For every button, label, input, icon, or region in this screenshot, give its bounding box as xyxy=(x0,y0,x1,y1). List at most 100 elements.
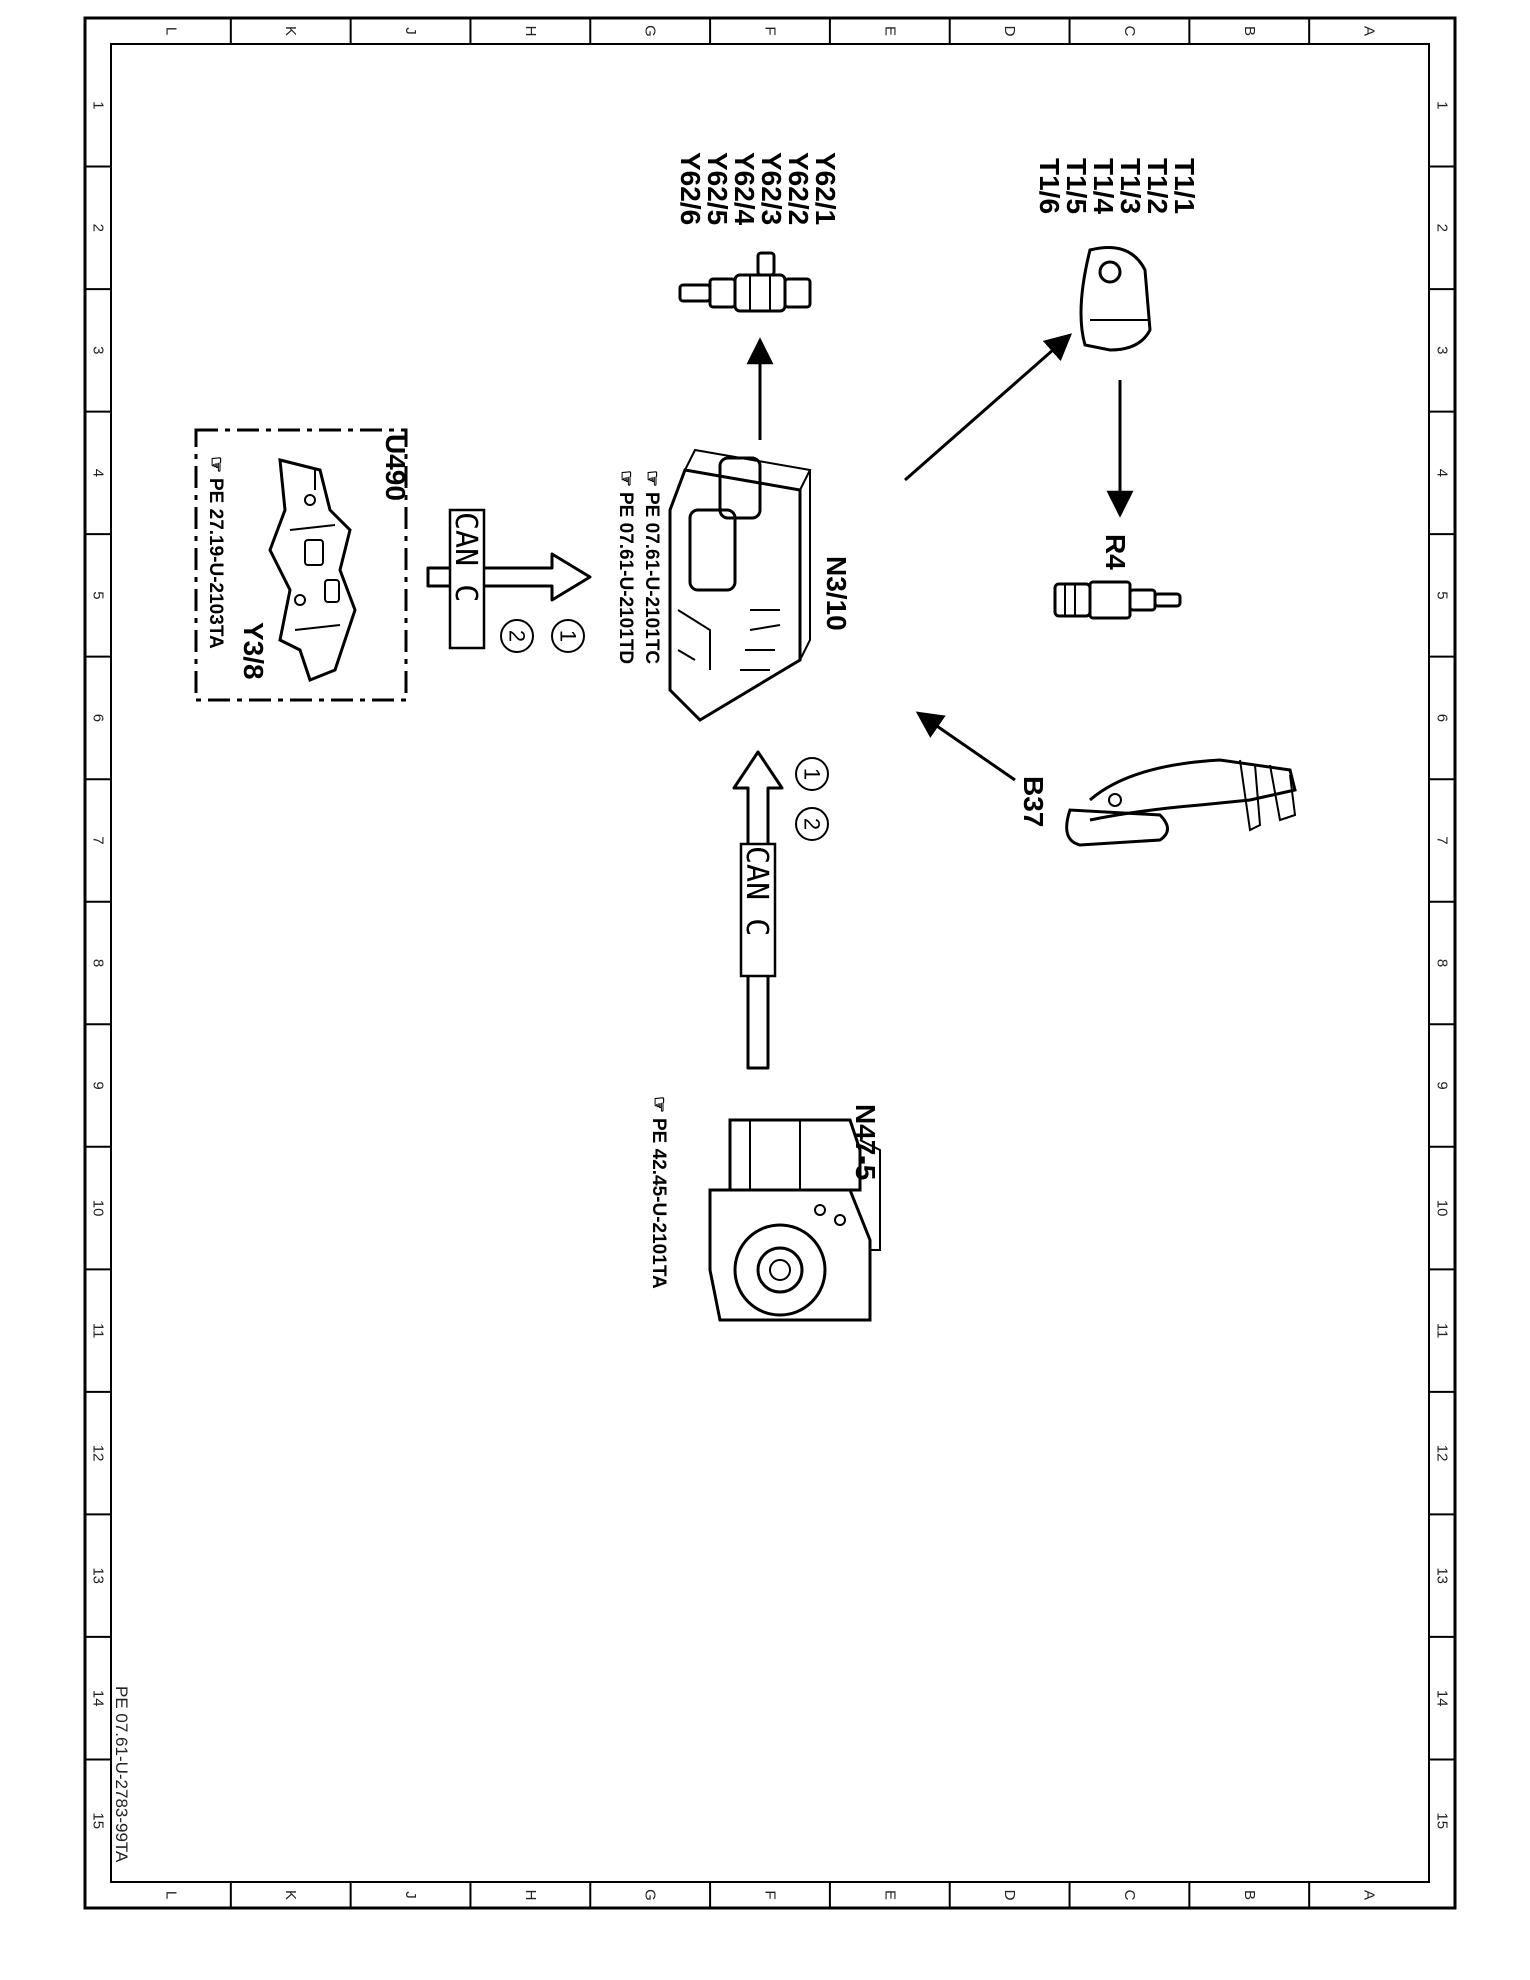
injector-icon xyxy=(678,251,812,313)
grid-row-label: 3 xyxy=(1434,346,1451,354)
grid-column-label: H xyxy=(522,26,539,37)
grid-column-label: A xyxy=(1361,1890,1378,1900)
grid-row-label: 15 xyxy=(1434,1812,1451,1829)
grid-column-label: C xyxy=(1121,26,1138,37)
ignition-coil-label: T1/4 xyxy=(1088,158,1119,214)
grid-row-label: 4 xyxy=(1434,469,1451,477)
can-bus-arrow-bottom: CAN C 1 2 xyxy=(732,750,829,1070)
abs-unit-ref: PE 42.45-U-2101TA xyxy=(648,1118,669,1289)
grid-row-label: 10 xyxy=(90,1200,107,1217)
grid-row-label: 1 xyxy=(1434,101,1451,109)
svg-text:2: 2 xyxy=(800,818,825,830)
accelerator-pedal-icon xyxy=(1065,758,1297,847)
grid-column-label: A xyxy=(1361,26,1378,36)
transmission-ref: PE 27.19-U-2103TA xyxy=(205,478,226,649)
ignition-coil-icon xyxy=(1079,246,1152,352)
grid-row-label: 11 xyxy=(1434,1323,1451,1339)
ecu-label: N3/10 xyxy=(821,556,852,631)
grid-row-label: 5 xyxy=(1434,591,1451,599)
marker-circle-1: 1 xyxy=(795,757,829,791)
grid-row-label: 7 xyxy=(1434,836,1451,844)
grid-row-label: 14 xyxy=(90,1690,107,1707)
grid-row-label: 10 xyxy=(1434,1200,1451,1217)
ignition-coil-label: T1/2 xyxy=(1142,158,1173,214)
grid-column-label: J xyxy=(402,27,419,35)
ecu-refs: ☞ PE 07.61-U-2101TC ☞ PE 07.61-U-2101TD xyxy=(615,470,662,664)
grid-column-label: J xyxy=(402,1891,419,1899)
spark-plug-icon xyxy=(1053,580,1182,620)
abs-unit-icon xyxy=(708,1118,881,1322)
pedal-label: B37 xyxy=(1018,776,1049,827)
grid-row-label: 13 xyxy=(1434,1567,1451,1584)
grid-column-label: D xyxy=(1001,26,1018,37)
grid-row-label: 5 xyxy=(90,591,107,599)
grid-column-label: K xyxy=(282,1890,299,1900)
marker-circle-2: 2 xyxy=(795,807,829,841)
svg-text:2: 2 xyxy=(505,630,530,642)
can-bus-arrow-top: CAN C 1 2 xyxy=(426,508,592,653)
ecu-icon xyxy=(668,448,812,722)
can-bus-label-bottom: CAN C xyxy=(739,846,774,936)
marker-circle-2: 2 xyxy=(500,619,534,653)
ignition-coil-label: T1/1 xyxy=(1169,158,1200,214)
grid-column-label: D xyxy=(1001,1890,1018,1901)
marker-circle-1: 1 xyxy=(551,619,585,653)
grid-column-label: H xyxy=(522,1890,539,1901)
hand-pointer-icon: ☞ xyxy=(205,456,226,473)
injector-label: Y62/1 xyxy=(810,152,841,225)
grid-column-label: G xyxy=(642,25,659,37)
grid-row-label: 4 xyxy=(90,469,107,477)
abs-unit-label: N47-5 xyxy=(850,1104,881,1180)
grid-column-label: F xyxy=(762,1890,779,1899)
hand-pointer-icon: ☞ xyxy=(641,470,662,487)
svg-text:1: 1 xyxy=(556,630,581,642)
grid-column-label: G xyxy=(642,1889,659,1901)
ignition-coil-label: T1/5 xyxy=(1061,158,1092,214)
grid-ticks xyxy=(85,18,1455,1908)
can-bus-label-top: CAN C xyxy=(448,512,483,602)
grid-column-label: C xyxy=(1121,1890,1138,1901)
outer-frame xyxy=(83,16,1457,1910)
grid-row-label: 12 xyxy=(1434,1445,1451,1462)
injector-label: Y62/4 xyxy=(729,152,760,226)
ecu-ref-2: PE 07.61-U-2101TD xyxy=(615,492,636,664)
grid-row-label: 6 xyxy=(1434,714,1451,722)
inner-frame xyxy=(110,43,1430,1883)
grid-row-label: 9 xyxy=(90,1081,107,1089)
injector-label: Y62/5 xyxy=(702,152,733,225)
grid-row-label: 13 xyxy=(90,1567,107,1584)
ignition-coil-label: T1/6 xyxy=(1034,158,1065,214)
document-id: PE 07.61-U-2783-99TA xyxy=(112,1686,131,1863)
grid-column-label: E xyxy=(881,1890,898,1900)
grid-column-label: K xyxy=(282,26,299,36)
injector-label: Y62/2 xyxy=(783,152,814,225)
spark-plug-label: R4 xyxy=(1100,534,1131,570)
injector-label: Y62/3 xyxy=(756,152,787,225)
grid-row-label: 2 xyxy=(1434,224,1451,232)
grid-column-label: B xyxy=(1241,1890,1258,1900)
grid-row-label: 6 xyxy=(90,714,107,722)
grid-row-label: 7 xyxy=(90,836,107,844)
grid-row-label: 8 xyxy=(1434,959,1451,967)
transmission-box xyxy=(194,428,408,702)
svg-text:1: 1 xyxy=(800,768,825,780)
valve-body-icon xyxy=(268,458,357,682)
grid-row-label: 12 xyxy=(90,1445,107,1462)
injector-label: Y62/6 xyxy=(675,152,706,225)
ecu-ref-1: PE 07.61-U-2101TC xyxy=(641,492,662,664)
grid-column-label: E xyxy=(881,26,898,36)
hand-pointer-icon: ☞ xyxy=(648,1096,669,1113)
grid-column-label: B xyxy=(1241,26,1258,36)
arrow-ecu-to-coils xyxy=(904,333,1073,482)
grid-row-label: 15 xyxy=(90,1812,107,1829)
grid-row-label: 8 xyxy=(90,959,107,967)
grid-row-label: 11 xyxy=(90,1323,107,1339)
grid-row-label: 1 xyxy=(90,101,107,109)
transmission-label: U490 xyxy=(380,434,411,501)
ignition-coil-labels: T1/1T1/2T1/3T1/4T1/5T1/6 xyxy=(1034,158,1200,214)
grid-column-label: F xyxy=(762,26,779,35)
grid-column-label: L xyxy=(162,1891,179,1899)
